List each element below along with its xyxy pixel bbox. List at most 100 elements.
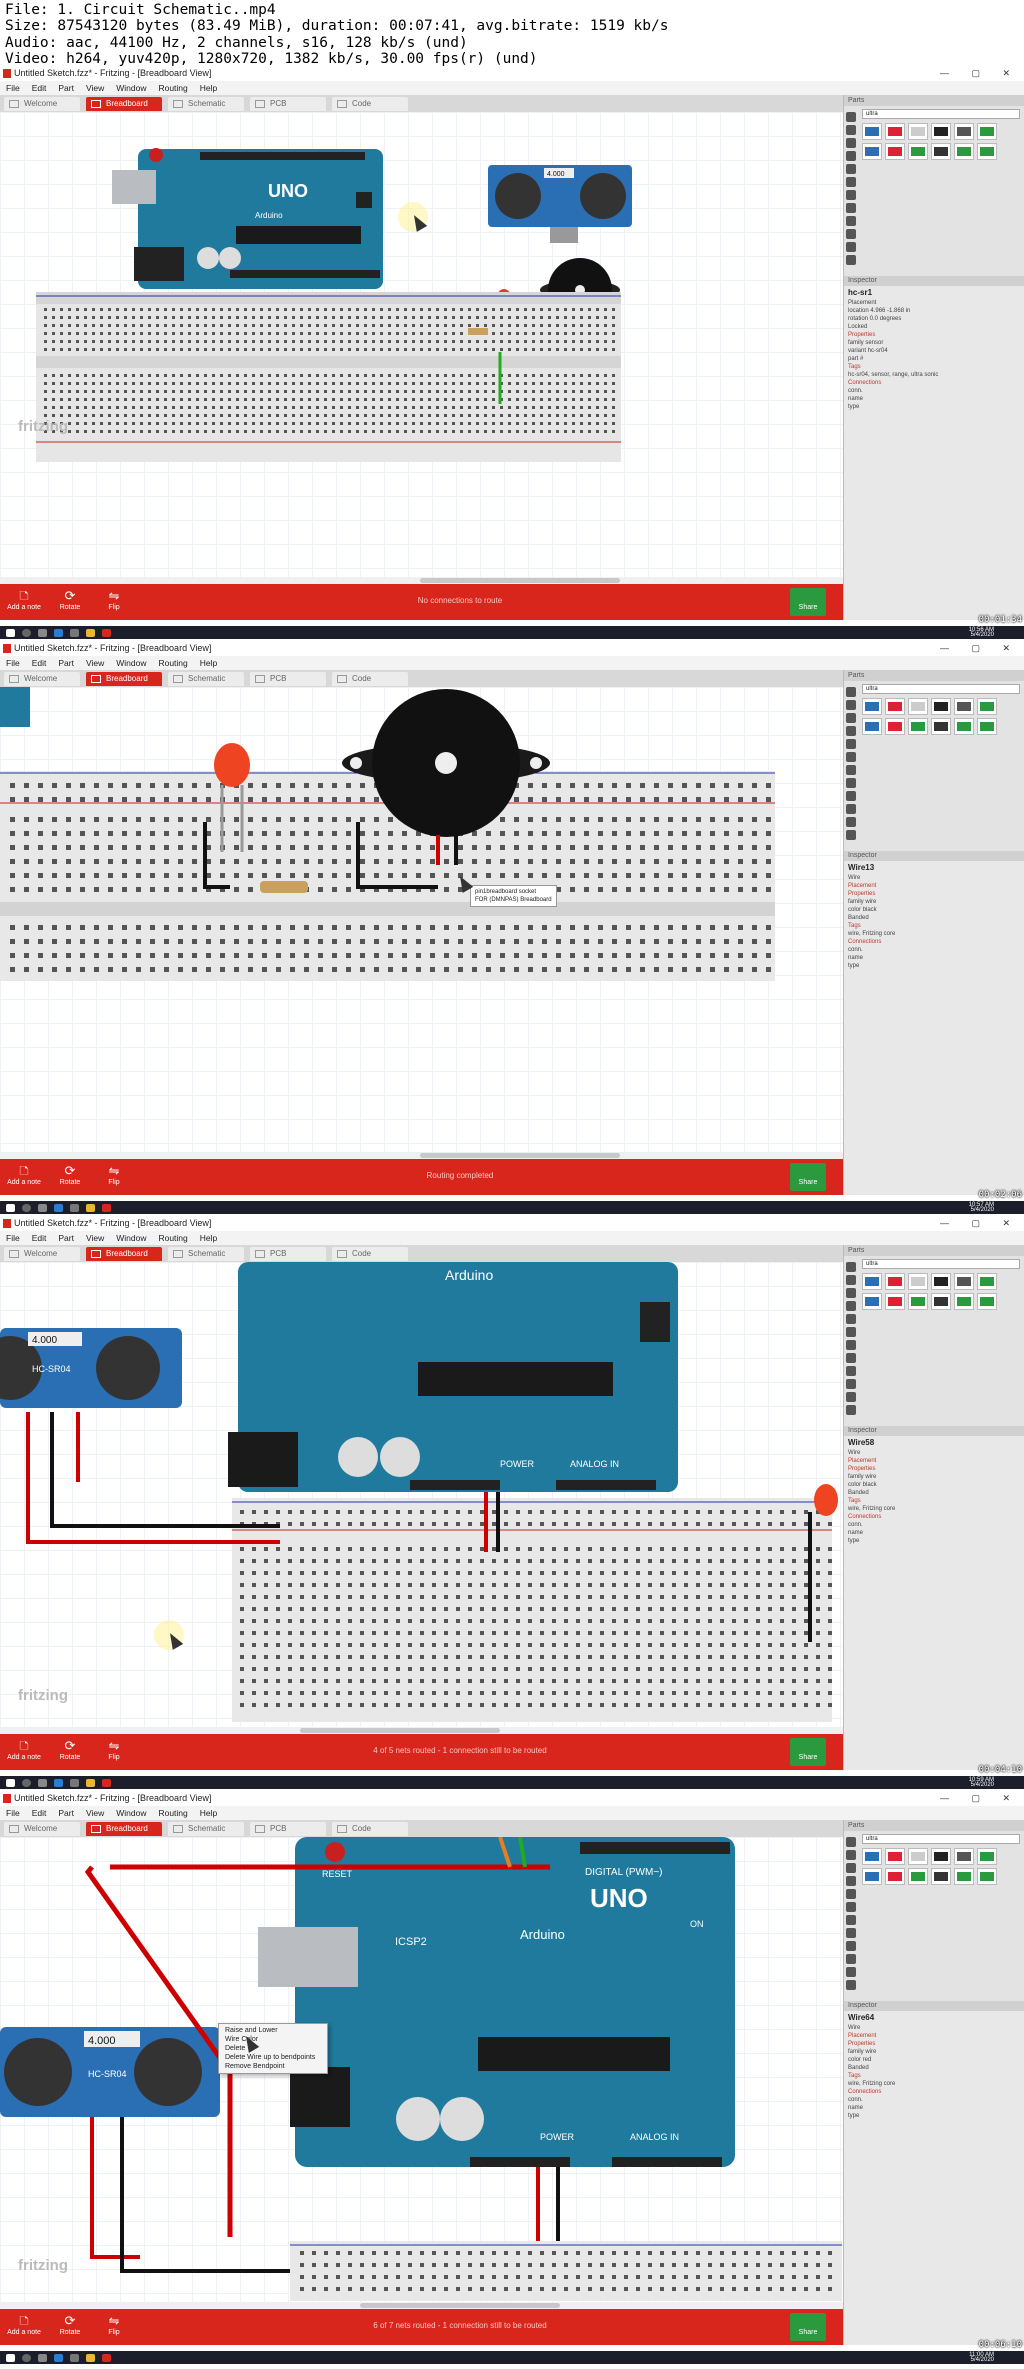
parts-results[interactable] bbox=[862, 123, 997, 160]
red-led[interactable] bbox=[214, 743, 250, 852]
share-button[interactable]: Share bbox=[790, 2313, 826, 2341]
menu-help[interactable]: Help bbox=[199, 1808, 218, 1818]
share-button[interactable]: Share bbox=[790, 588, 826, 616]
rotate-button[interactable]: ⟳Rotate bbox=[59, 2313, 81, 2336]
parts-bins[interactable] bbox=[846, 109, 860, 268]
parts-bins[interactable] bbox=[846, 1834, 860, 1993]
add-note-button[interactable]: 🗅Add a note bbox=[4, 588, 44, 611]
add-note-button[interactable]: 🗅Add a note bbox=[7, 1738, 41, 1761]
horizontal-scrollbar[interactable] bbox=[0, 577, 843, 584]
menu-help[interactable]: Help bbox=[199, 1233, 218, 1243]
tab-code[interactable]: Code bbox=[332, 97, 408, 111]
tab-code[interactable]: Code bbox=[332, 1822, 408, 1836]
menu-file[interactable]: File bbox=[6, 83, 20, 93]
rotate-button[interactable]: ⟳Rotate bbox=[59, 1738, 81, 1761]
menu-edit[interactable]: Edit bbox=[31, 1808, 47, 1818]
orange-wire[interactable] bbox=[498, 1837, 512, 1868]
green-wire[interactable] bbox=[518, 1837, 527, 1868]
tab-breadboard[interactable]: Breadboard bbox=[86, 97, 162, 111]
tab-code[interactable]: Code bbox=[332, 672, 408, 686]
tab-pcb[interactable]: PCB bbox=[250, 97, 326, 111]
add-note-button[interactable]: 🗅Add a note bbox=[7, 2313, 41, 2336]
parts-search-input[interactable]: ultra bbox=[862, 1834, 1020, 1844]
horizontal-scrollbar[interactable] bbox=[0, 2302, 843, 2309]
add-note-button[interactable]: 🗅Add a note bbox=[4, 1163, 44, 1186]
tab-schematic[interactable]: Schematic bbox=[168, 97, 244, 111]
menu-routing[interactable]: Routing bbox=[158, 1808, 188, 1818]
tab-breadboard[interactable]: Breadboard bbox=[86, 672, 162, 686]
menu-edit[interactable]: Edit bbox=[31, 83, 47, 93]
flip-button[interactable]: ⇋Flip bbox=[108, 1738, 120, 1761]
menu-help[interactable]: Help bbox=[199, 83, 218, 93]
arduino-board[interactable]: RESET ICSP2 UNO Arduino DIGITAL (PWM~) O… bbox=[258, 1837, 735, 2167]
menu-view[interactable]: View bbox=[85, 83, 105, 93]
tab-pcb[interactable]: PCB bbox=[250, 1247, 326, 1261]
hc-sr04-sensor[interactable]: 4.000 HC-SR04 bbox=[0, 2027, 220, 2117]
menu-raise-lower[interactable]: Raise and Lower bbox=[225, 2027, 278, 2034]
tab-welcome[interactable]: Welcome bbox=[4, 97, 80, 111]
tab-schematic[interactable]: Schematic bbox=[168, 1247, 244, 1261]
parts-results[interactable] bbox=[862, 1273, 997, 1310]
share-button[interactable]: Share bbox=[790, 1163, 826, 1191]
flip-button[interactable]: ⇋Flip bbox=[108, 2313, 120, 2336]
hc-sr04-sensor[interactable]: 4.000 bbox=[488, 165, 632, 243]
parts-search-input[interactable]: ultra bbox=[862, 684, 1020, 694]
arduino-board[interactable]: Arduino POWER ANALOG IN bbox=[228, 1262, 678, 1492]
piezo-buzzer[interactable] bbox=[342, 689, 550, 865]
menu-part[interactable]: Part bbox=[58, 1233, 74, 1243]
rotate-button[interactable]: ⟳Rotate bbox=[50, 588, 90, 611]
tab-code[interactable]: Code bbox=[332, 1247, 408, 1261]
tab-schematic[interactable]: Schematic bbox=[168, 1822, 244, 1836]
resistor[interactable] bbox=[468, 328, 488, 335]
parts-results[interactable] bbox=[862, 1848, 997, 1885]
tab-welcome[interactable]: Welcome bbox=[4, 1247, 80, 1261]
breadboard[interactable] bbox=[290, 2241, 842, 2301]
parts-bins[interactable] bbox=[846, 684, 860, 843]
menu-part[interactable]: Part bbox=[58, 658, 74, 668]
window-controls[interactable]: — ▢ ✕ bbox=[939, 1793, 1020, 1803]
black-wire[interactable] bbox=[50, 1412, 280, 1528]
parts-results[interactable] bbox=[862, 698, 997, 735]
black-wire[interactable] bbox=[120, 2117, 350, 2273]
hc-sr04-sensor[interactable]: 4.000 HC-SR04 bbox=[0, 1328, 182, 1408]
menu-view[interactable]: View bbox=[85, 1808, 105, 1818]
red-wire-2[interactable] bbox=[90, 2117, 140, 2259]
menu-remove-bendpoint[interactable]: Remove Bendpoint bbox=[225, 2063, 285, 2070]
black-wire-2[interactable] bbox=[356, 822, 438, 889]
menu-edit[interactable]: Edit bbox=[31, 1233, 47, 1243]
tab-welcome[interactable]: Welcome bbox=[4, 672, 80, 686]
tab-pcb[interactable]: PCB bbox=[250, 672, 326, 686]
window-controls[interactable]: — ▢ ✕ bbox=[939, 68, 1020, 78]
black-wire[interactable] bbox=[203, 822, 230, 889]
menu-window[interactable]: Window bbox=[116, 1808, 147, 1818]
red-wire[interactable] bbox=[84, 1865, 233, 2237]
menu-window[interactable]: Window bbox=[116, 83, 147, 93]
tab-breadboard[interactable]: Breadboard bbox=[86, 1822, 162, 1836]
tab-schematic[interactable]: Schematic bbox=[168, 672, 244, 686]
resistor[interactable] bbox=[260, 881, 308, 893]
menu-edit[interactable]: Edit bbox=[31, 658, 47, 668]
red-led[interactable] bbox=[814, 1484, 838, 1516]
menu-wire-color[interactable]: Wire Color bbox=[225, 2036, 259, 2043]
flip-button[interactable]: ⇋Flip bbox=[94, 588, 134, 611]
menu-part[interactable]: Part bbox=[58, 83, 74, 93]
rotate-button[interactable]: ⟳Rotate bbox=[50, 1163, 90, 1186]
menu-help[interactable]: Help bbox=[199, 658, 218, 668]
tab-welcome[interactable]: Welcome bbox=[4, 1822, 80, 1836]
flip-button[interactable]: ⇋Flip bbox=[94, 1163, 134, 1186]
menu-file[interactable]: File bbox=[6, 1233, 20, 1243]
menu-delete-wire[interactable]: Delete Wire up to bendpoints bbox=[225, 2054, 316, 2061]
horizontal-scrollbar[interactable] bbox=[0, 1152, 843, 1159]
menu-delete[interactable]: Delete bbox=[225, 2045, 246, 2052]
arduino-board[interactable]: UNO Arduino bbox=[112, 148, 383, 289]
horizontal-scrollbar[interactable] bbox=[0, 1727, 843, 1734]
menu-routing[interactable]: Routing bbox=[158, 83, 188, 93]
parts-search-input[interactable]: ultra bbox=[862, 1259, 1020, 1269]
window-controls[interactable]: — ▢ ✕ bbox=[939, 643, 1020, 653]
menu-window[interactable]: Window bbox=[116, 1233, 147, 1243]
menu-file[interactable]: File bbox=[6, 658, 20, 668]
menu-window[interactable]: Window bbox=[116, 658, 147, 668]
share-button[interactable]: Share bbox=[790, 1738, 826, 1766]
menu-part[interactable]: Part bbox=[58, 1808, 74, 1818]
